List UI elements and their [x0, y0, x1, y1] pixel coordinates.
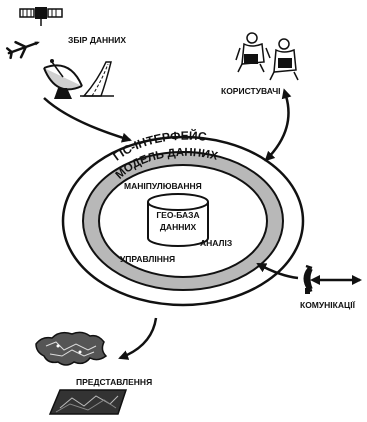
- arrow-users-gis: [264, 88, 292, 162]
- geo-db-line1: ГЕО-БАЗА: [156, 210, 199, 220]
- database-cylinder-icon: [147, 193, 209, 247]
- geo-db-line2: ДАННИХ: [160, 222, 197, 232]
- aerial-photo-icon: [48, 389, 128, 415]
- presentation-label: ПРЕДСТАВЛЕННЯ: [76, 377, 152, 387]
- users-label: КОРИСТУВАЧІ: [221, 86, 281, 96]
- analysis-label: АНАЛІЗ: [200, 238, 232, 248]
- telephone-icon: [303, 264, 313, 294]
- manipulation-label: МАНІПУЛЮВАННЯ: [124, 181, 202, 191]
- airplane-icon: [5, 40, 40, 60]
- data-collection-label: ЗБІР ДАННИХ: [68, 35, 126, 45]
- satellite-icon: [19, 7, 63, 26]
- map-icon: [35, 331, 108, 366]
- communications-label: КОМУНІКАЦІЇ: [300, 300, 356, 310]
- arrow-communications-to-gis: [256, 262, 299, 280]
- road-icon: [80, 61, 114, 97]
- users-reading-icon: [235, 32, 299, 81]
- radar-dish-icon: [43, 59, 83, 99]
- management-label: УПРАВЛІННЯ: [120, 254, 175, 264]
- arrow-collection-to-gis: [43, 97, 132, 143]
- arrow-gis-to-presentation: [118, 317, 158, 360]
